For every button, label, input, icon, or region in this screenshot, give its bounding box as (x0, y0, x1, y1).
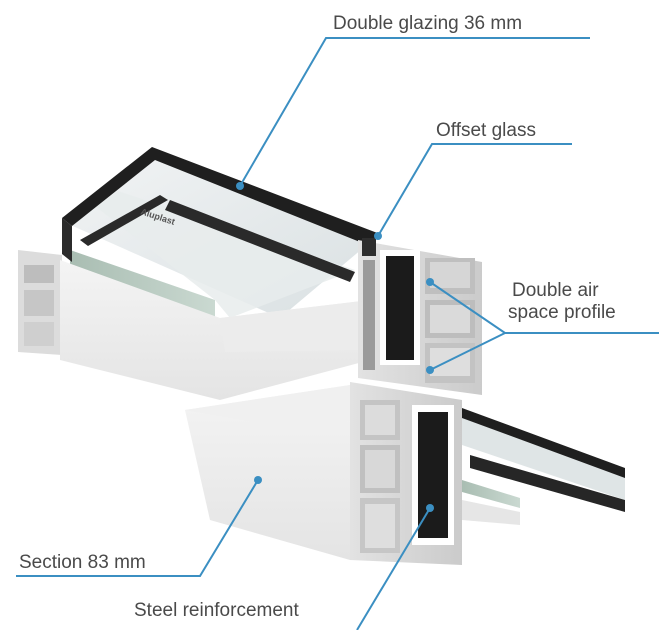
lower-right-green (462, 480, 520, 508)
marker-section (254, 476, 262, 484)
leader-double-glazing (239, 37, 590, 187)
label-double-air-line2: space profile (508, 302, 616, 323)
leader-lines (16, 37, 659, 630)
upper-glass-inner (95, 191, 355, 318)
upper-frame-rim (62, 147, 380, 246)
upper-left-chamber-3 (24, 322, 54, 346)
lower-right-rim-top (462, 408, 625, 478)
upper-frame: Aluplast (18, 147, 380, 400)
upper-front-shadow (220, 300, 370, 352)
marker-steel (426, 504, 434, 512)
label-steel-reinforcement: Steel reinforcement (134, 600, 299, 621)
lower-frame (185, 382, 625, 565)
label-section: Section 83 mm (19, 552, 146, 573)
leader-double-air-lower (429, 332, 506, 371)
upper-frame-rim-left (62, 218, 72, 262)
label-double-air-space-profile: Double air space profile (508, 280, 616, 324)
marker-offset-glass (374, 232, 382, 240)
label-offset-glass: Offset glass (436, 120, 536, 141)
lower-right-rim-bottom (470, 455, 625, 512)
marker-double-air-lower (426, 366, 434, 374)
marker-double-glazing (236, 182, 244, 190)
lower-right-base (462, 500, 520, 525)
leader-section (16, 479, 259, 577)
label-double-air-line1: Double air (512, 280, 599, 301)
marker-double-air-upper (426, 278, 434, 286)
upper-glass-edge (70, 250, 215, 318)
central-profile (358, 238, 482, 395)
upper-left-chamber-2 (24, 290, 54, 316)
upper-left-chamber-1 (24, 265, 54, 283)
lower-front-face (185, 385, 350, 560)
leader-steel (356, 507, 431, 630)
leader-markers (236, 182, 434, 512)
upper-front-face (60, 260, 370, 400)
upper-sash-bar-2 (165, 200, 355, 282)
upper-sash-bar-1 (80, 195, 168, 246)
leader-offset-glass (377, 143, 572, 237)
label-double-glazing: Double glazing 36 mm (333, 13, 523, 34)
